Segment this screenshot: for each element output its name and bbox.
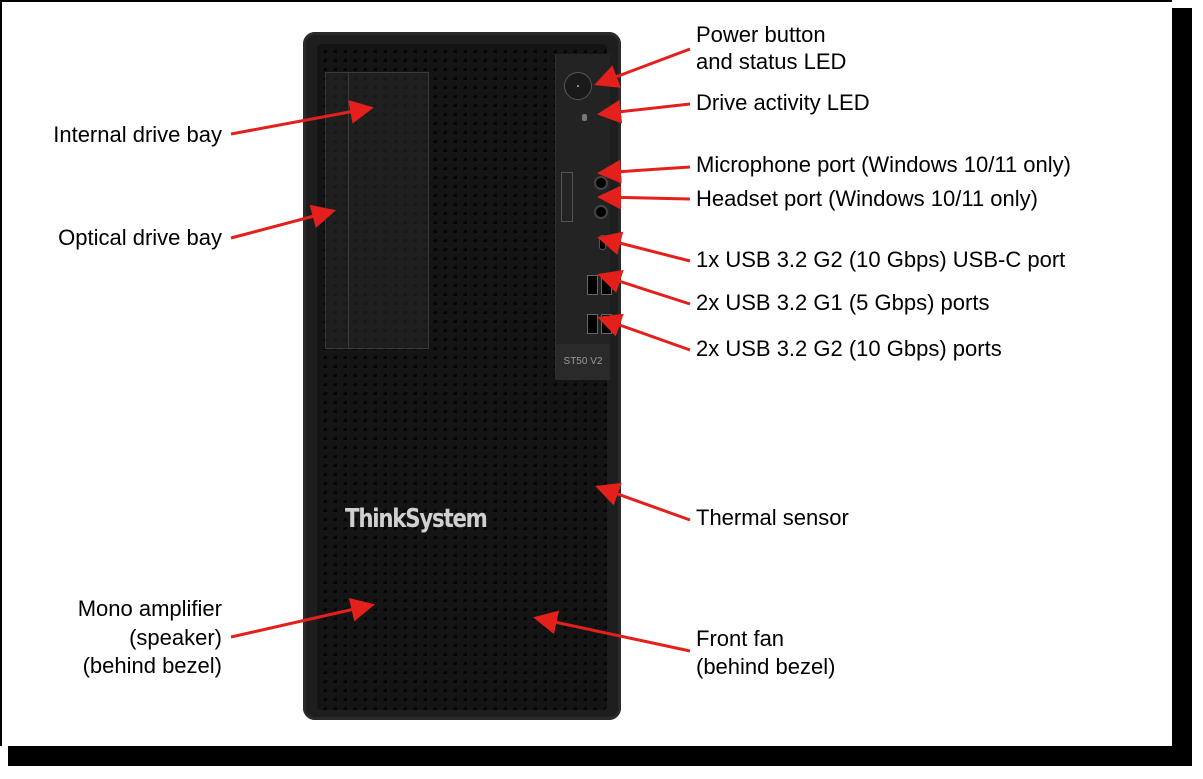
label-optical-drive-bay: Optical drive bay (58, 225, 222, 250)
drive-bay-area (325, 72, 429, 349)
card-slot (561, 172, 573, 222)
label-headset-port: Headset port (Windows 10/11 only) (696, 186, 1038, 211)
power-button-icon (564, 72, 592, 100)
label-thermal-sensor: Thermal sensor (696, 505, 849, 530)
label-power-button-line2: and status LED (696, 49, 847, 74)
label-front-fan-line2: (behind bezel) (696, 654, 836, 679)
server-tower: ST50 V2 ThinkSystem (303, 32, 621, 720)
optical-bay-divider (348, 73, 349, 348)
headset-jack-icon (594, 205, 608, 219)
label-power-button-line1: Power button (696, 22, 826, 47)
usb-a-port-icon (601, 275, 612, 295)
label-microphone-port: Microphone port (Windows 10/11 only) (696, 152, 1071, 177)
label-front-fan-line1: Front fan (696, 626, 785, 651)
usb-a-port-icon (587, 314, 598, 334)
drive-activity-led-icon (582, 114, 587, 121)
label-mono-amplifier-line1: Mono amplifier (77, 596, 222, 621)
frame-shadow-right (1172, 8, 1192, 756)
usb-c-port-icon (599, 235, 606, 250)
label-internal-drive-bay: Internal drive bay (53, 122, 222, 147)
usb-a-port-icon (601, 314, 612, 334)
usb-a-port-icon (587, 275, 598, 295)
frame-shadow-bottom (8, 746, 1192, 766)
label-usb-g1-ports: 2x USB 3.2 G1 (5 Gbps) ports (696, 290, 990, 315)
microphone-jack-icon (594, 176, 608, 190)
label-usb-c-port: 1x USB 3.2 G2 (10 Gbps) USB-C port (696, 247, 1066, 272)
label-drive-activity-led: Drive activity LED (696, 90, 870, 115)
label-mono-amplifier-line2: (speaker) (129, 625, 222, 650)
label-mono-amplifier-line3: (behind bezel) (82, 653, 222, 678)
label-usb-g2-ports: 2x USB 3.2 G2 (10 Gbps) ports (696, 336, 1002, 361)
model-badge: ST50 V2 (556, 344, 610, 380)
io-panel: ST50 V2 (555, 54, 612, 380)
thinksystem-logo: ThinkSystem (345, 504, 488, 534)
